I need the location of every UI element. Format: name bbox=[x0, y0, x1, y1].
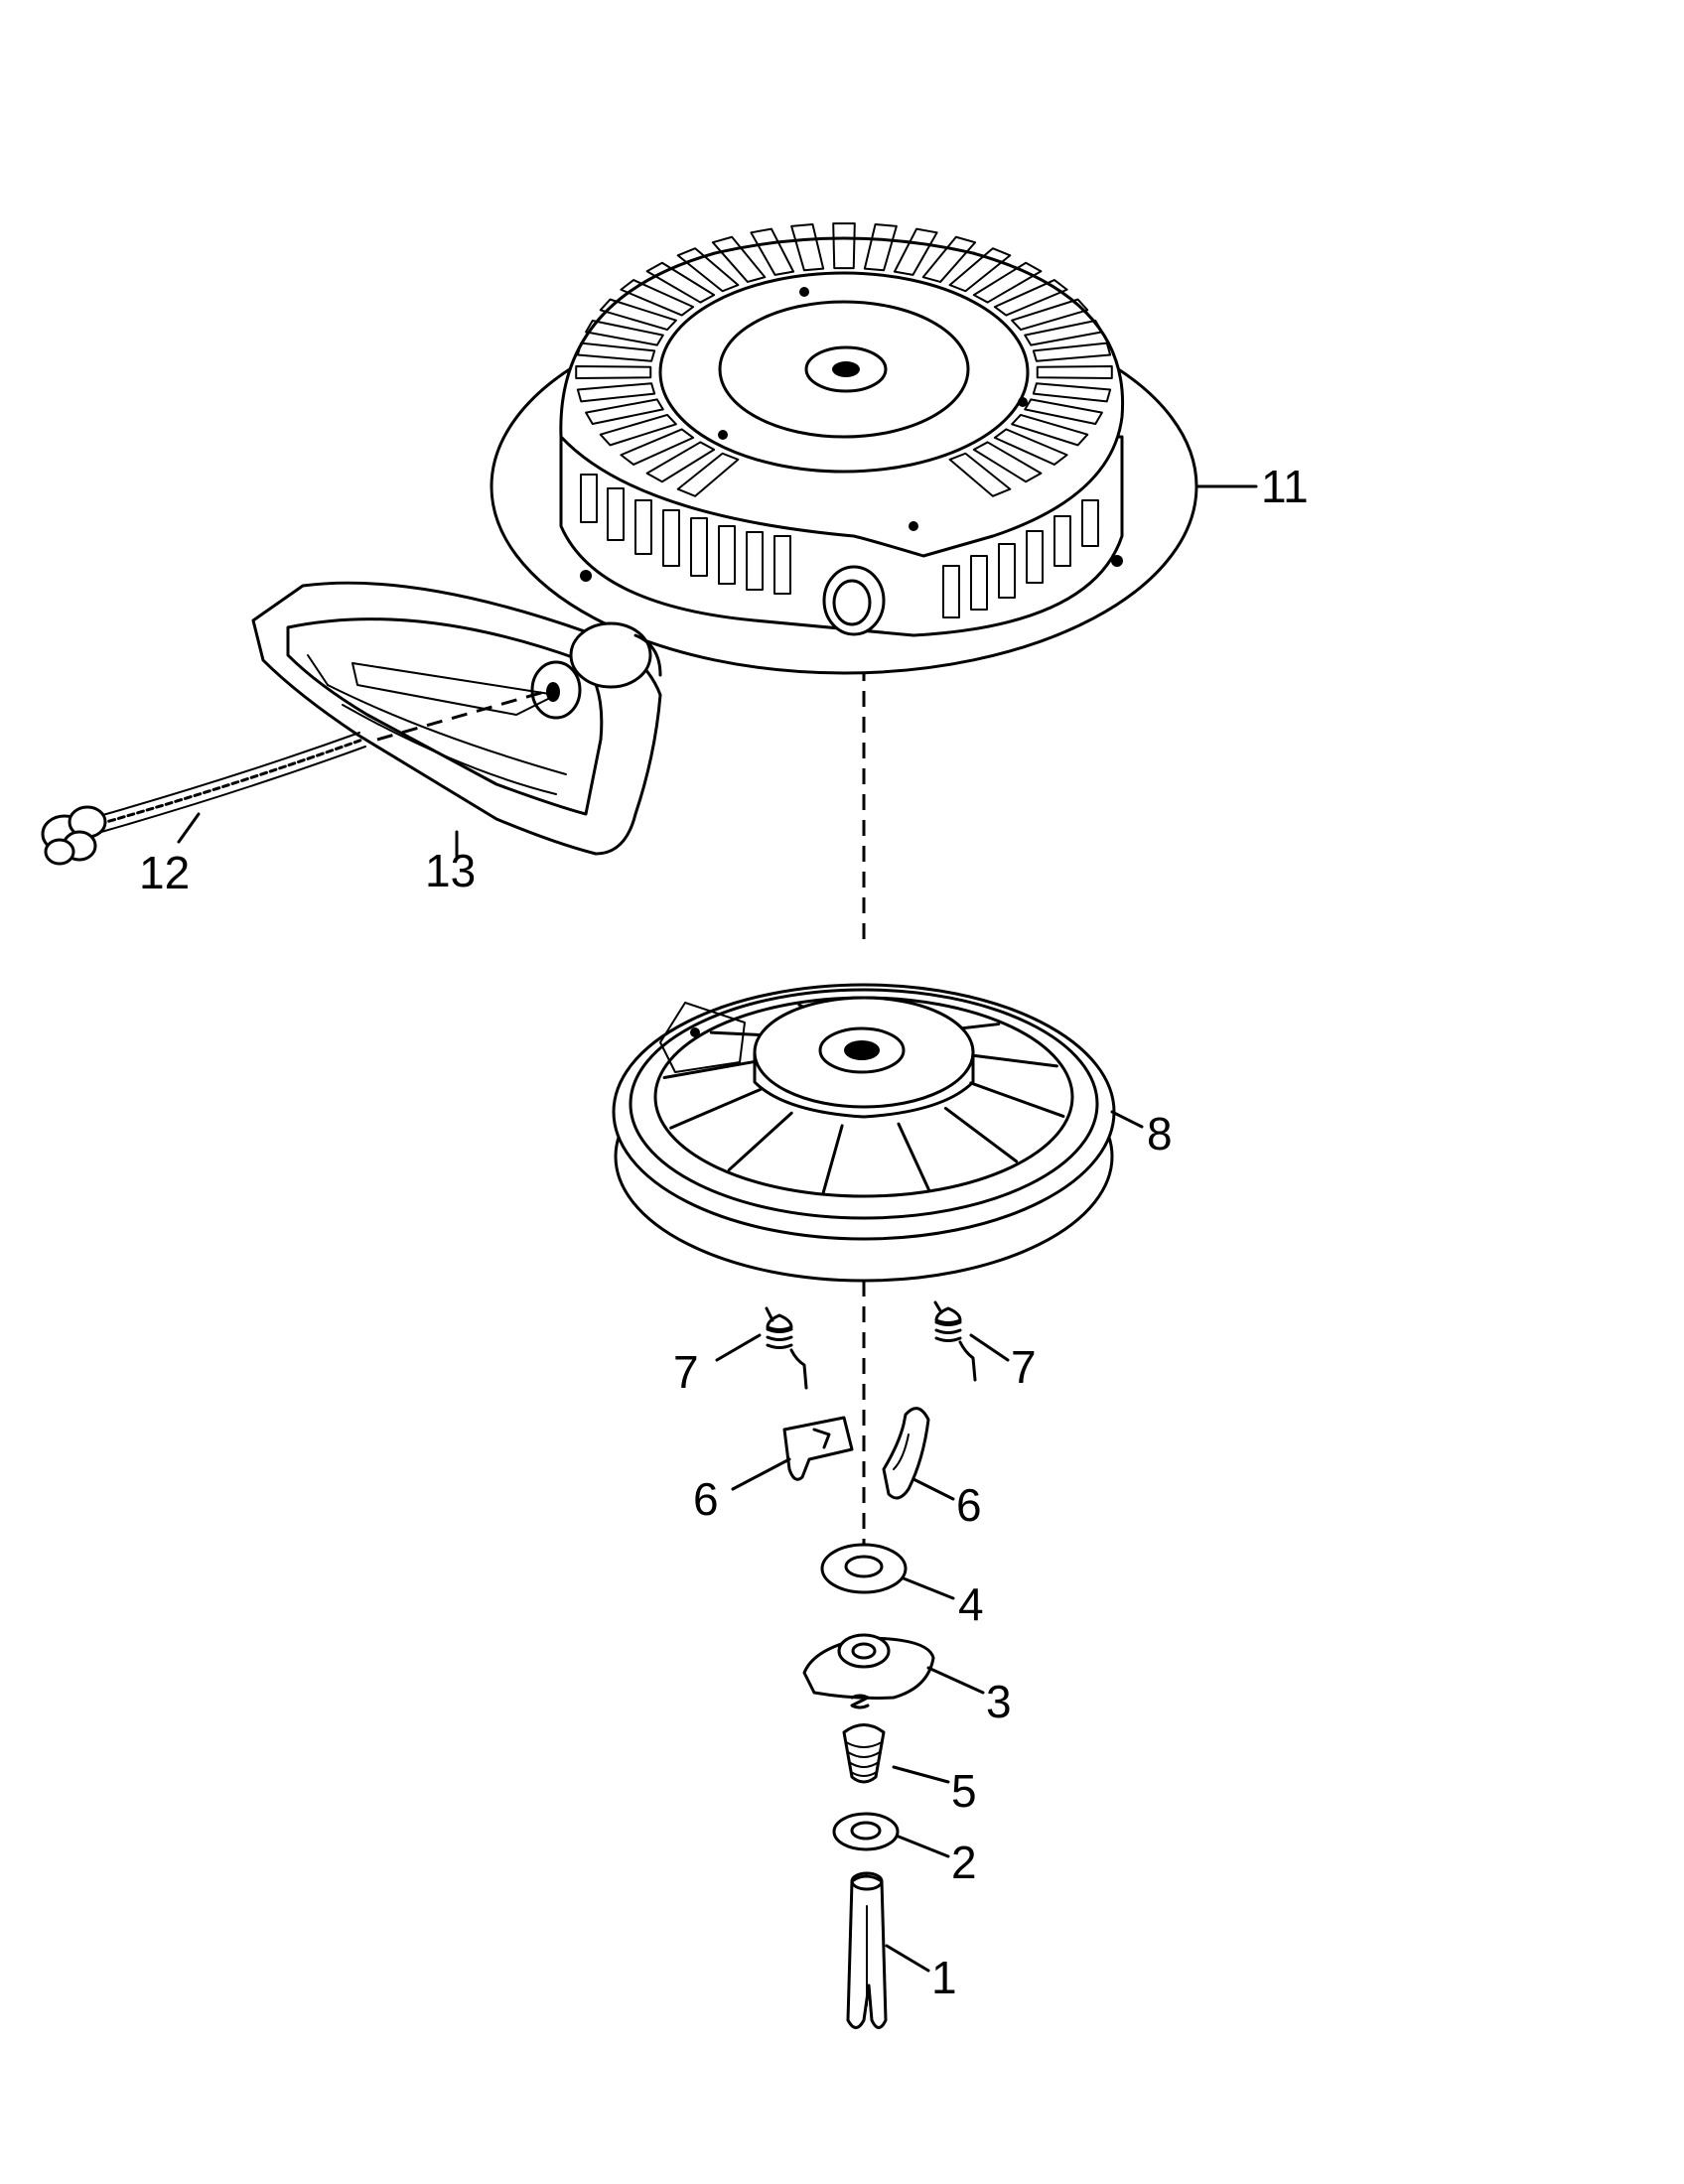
callout-1: 1 bbox=[931, 1952, 957, 2003]
vent-slot bbox=[1011, 413, 1089, 447]
rope-pulley-part bbox=[612, 983, 1116, 1283]
vent-slot bbox=[1024, 398, 1103, 426]
vent-slot bbox=[993, 428, 1068, 466]
retainer-spring-part bbox=[842, 1723, 886, 1784]
callout-5: 5 bbox=[951, 1765, 977, 1817]
callout-4: 4 bbox=[958, 1578, 984, 1630]
pawl-left-part bbox=[782, 1416, 854, 1481]
vent-slot bbox=[921, 235, 977, 283]
retainer-part bbox=[802, 1633, 935, 1709]
pawl-spring-right-part bbox=[933, 1300, 977, 1382]
vent-slot bbox=[585, 319, 664, 346]
pawl-right-part bbox=[882, 1407, 930, 1500]
vent-slot bbox=[1036, 365, 1113, 379]
vent-slot bbox=[1011, 298, 1089, 332]
callout-6-left: 6 bbox=[693, 1473, 719, 1525]
callout-7-right: 7 bbox=[1011, 1341, 1037, 1393]
vent-slot bbox=[893, 227, 938, 276]
pulley-spoke bbox=[965, 1053, 1058, 1068]
shaft-pin-part bbox=[846, 1871, 888, 2029]
callout-13: 13 bbox=[425, 845, 476, 896]
vent-slot bbox=[1032, 341, 1112, 362]
vent-slot bbox=[576, 382, 656, 403]
vent-slot bbox=[1032, 382, 1112, 403]
pulley-spoke bbox=[727, 1111, 793, 1171]
callout-3: 3 bbox=[986, 1676, 1012, 1727]
vent-slot bbox=[599, 298, 677, 332]
callout-2: 2 bbox=[951, 1837, 977, 1888]
vent-slot bbox=[575, 365, 652, 379]
vent-slot bbox=[948, 247, 1012, 293]
vent-slot bbox=[863, 223, 898, 272]
vent-slot bbox=[620, 428, 695, 466]
vent-slot bbox=[972, 261, 1043, 304]
vent-slot bbox=[993, 279, 1068, 317]
vent-slot bbox=[676, 247, 740, 293]
washer-lower-part bbox=[832, 1812, 900, 1851]
callout-6-right: 6 bbox=[956, 1479, 982, 1531]
vent-slot bbox=[711, 235, 767, 283]
callout-11: 11 bbox=[1261, 461, 1309, 512]
callout-labels: 11 12 13 8 7 7 6 6 4 3 5 2 1 bbox=[139, 461, 1309, 2003]
vent-slot bbox=[645, 261, 716, 304]
callout-7-left: 7 bbox=[673, 1346, 699, 1398]
vent-slot bbox=[585, 398, 664, 426]
rope-axis bbox=[376, 688, 552, 742]
pulley-spoke bbox=[897, 1122, 930, 1191]
housing-side-slots bbox=[580, 474, 1099, 618]
vent-slot bbox=[832, 222, 856, 270]
vent-slot bbox=[645, 441, 716, 483]
pawl-spring-left-part bbox=[765, 1306, 808, 1390]
pulley-spoke bbox=[943, 1106, 1019, 1163]
vent-slot bbox=[972, 441, 1043, 483]
vent-slot bbox=[750, 227, 795, 276]
leader-lines bbox=[177, 484, 1258, 1973]
vent-slot bbox=[599, 413, 677, 447]
vent-slot bbox=[620, 279, 695, 317]
callout-12: 12 bbox=[139, 847, 190, 898]
pulley-spoke bbox=[821, 1124, 844, 1194]
housing-top-vents bbox=[575, 222, 1113, 497]
washer-upper-part bbox=[820, 1543, 908, 1594]
starter-housing-part bbox=[490, 222, 1198, 675]
vent-slot bbox=[790, 223, 825, 272]
vent-slot bbox=[576, 341, 656, 362]
vent-slot bbox=[676, 452, 740, 497]
vent-slot bbox=[1024, 319, 1103, 346]
pulley-spoke bbox=[669, 1087, 763, 1130]
pulley-spoke bbox=[969, 1081, 1065, 1118]
callout-8: 8 bbox=[1147, 1108, 1173, 1160]
pulley-spoke bbox=[662, 1059, 759, 1080]
starter-rope-part bbox=[41, 732, 366, 866]
vent-slot bbox=[948, 452, 1012, 497]
